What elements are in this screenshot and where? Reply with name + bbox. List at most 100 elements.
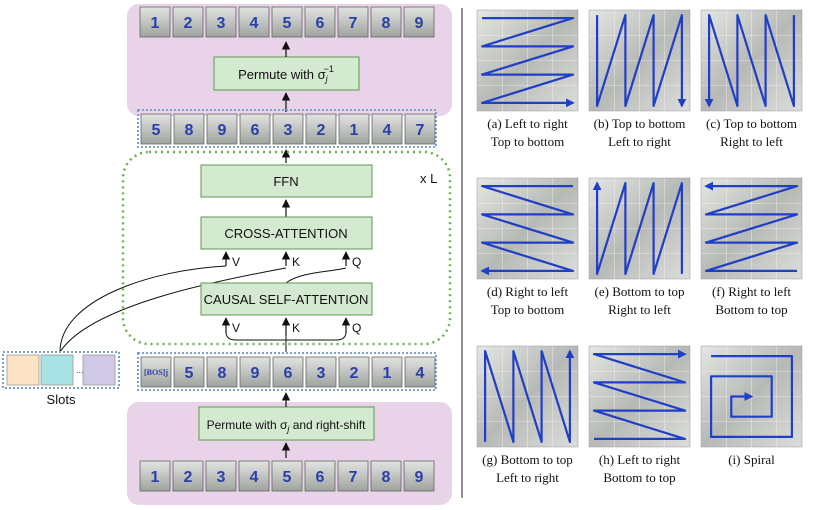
token-number: 4: [250, 469, 259, 486]
order-caption-line2: Right to left: [720, 134, 783, 149]
token-number: 2: [350, 365, 359, 382]
ffn-box: [200, 164, 373, 198]
token-patch: [206, 356, 238, 388]
forward-permute-box: [198, 406, 375, 441]
token-patch: [305, 113, 337, 145]
token-number: 5: [185, 365, 194, 382]
token-tile: 7: [337, 460, 369, 492]
token-tile: 3: [305, 356, 337, 388]
token-patch: [304, 460, 336, 492]
slots-ellipsis: ...: [76, 365, 84, 375]
token-patch: [139, 460, 171, 492]
input-sequence-border: [137, 352, 437, 391]
token-tile: 7: [404, 113, 436, 145]
token-tile: 2: [338, 356, 370, 388]
inverse-permute-box: [213, 56, 360, 91]
token-number: 8: [218, 365, 227, 382]
token-tile: 8: [370, 6, 402, 38]
token-tile: 9: [239, 356, 271, 388]
token-tile: 2: [172, 6, 204, 38]
token-tile: 1: [371, 356, 403, 388]
slots-to-cross-k: [59, 267, 287, 353]
token-patch: [206, 113, 238, 145]
token-number: 4: [416, 365, 425, 382]
token-tile: 5: [271, 460, 303, 492]
slot-1: [6, 354, 40, 386]
order-caption-line2: Left to right: [608, 134, 671, 149]
scan-path-arrow: [704, 181, 799, 272]
token-patch: [173, 113, 205, 145]
token-tile: 6: [239, 113, 271, 145]
token-tile: 9: [403, 6, 435, 38]
token-number: 4: [250, 15, 259, 32]
token-patch: [239, 356, 271, 388]
scan-path-arrow: [595, 14, 687, 108]
token-patch: [371, 113, 403, 145]
token-number: 2: [317, 122, 326, 139]
token-patch: [140, 356, 172, 388]
token-number: 1: [151, 469, 160, 486]
token-patch: [370, 6, 402, 38]
token-number: 3: [284, 122, 293, 139]
order-caption-line2: Top to bottom: [491, 302, 564, 317]
token-tile: 5: [271, 6, 303, 38]
token-number: 5: [283, 15, 292, 32]
token-patch: [403, 460, 435, 492]
token-number: 1: [383, 365, 392, 382]
order-caption-line1: (b) Top to bottom: [594, 116, 686, 131]
token-number: 7: [416, 122, 425, 139]
token-patch: [370, 460, 402, 492]
token-patch: [337, 6, 369, 38]
token-patch: [238, 6, 270, 38]
order-caption-line1: (g) Bottom to top: [482, 452, 573, 467]
causal-attention-label: CAUSAL SELF-ATTENTION: [204, 292, 369, 307]
permuted-sequence-border: [137, 109, 437, 148]
token-tile: 1: [139, 6, 171, 38]
token-patch: [139, 6, 171, 38]
scan-path-arrow: [704, 14, 796, 108]
inverse-permute-label: Permute with σj−1: [238, 64, 334, 84]
slots-border: [2, 351, 120, 389]
token-patch: [205, 460, 237, 492]
token-number: 6: [316, 469, 325, 486]
token-number: 9: [415, 15, 424, 32]
token-tile: [BOS]j: [140, 356, 172, 388]
order-caption-line2: Left to right: [496, 470, 559, 485]
order-caption-line2: Bottom to top: [603, 470, 675, 485]
token-patch: [271, 460, 303, 492]
cross-attention-box: [200, 216, 373, 250]
token-tile: 6: [272, 356, 304, 388]
token-number: 3: [317, 365, 326, 382]
token-patch: [271, 6, 303, 38]
causal-to-cross-q: [285, 267, 347, 284]
token-tile: 1: [139, 460, 171, 492]
repeat-label: x L: [420, 171, 437, 186]
causal-attention-box: [200, 282, 373, 316]
scan-path-arrow: [592, 349, 687, 440]
bos-token-label: [BOS]j: [144, 368, 168, 377]
token-number: 9: [218, 122, 227, 139]
cross-v-label: V: [232, 255, 240, 269]
token-tile: 2: [305, 113, 337, 145]
scan-path-arrow: [480, 185, 575, 276]
scan-path-arrow: [709, 355, 794, 438]
scan-path-arrow: [481, 17, 575, 108]
token-number: 9: [415, 469, 424, 486]
token-tile: 4: [404, 356, 436, 388]
order-caption-line1: (f) Right to left: [712, 284, 791, 299]
token-number: 6: [316, 15, 325, 32]
scan-path-arrow: [592, 181, 684, 275]
token-tile: 4: [238, 6, 270, 38]
slot-2: [40, 354, 74, 386]
token-patch: [140, 113, 172, 145]
